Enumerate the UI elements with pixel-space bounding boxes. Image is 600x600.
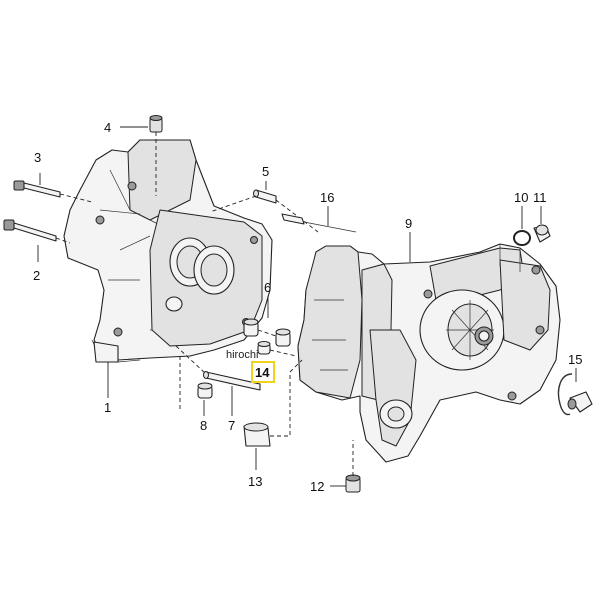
label-part-2: 2 [33,268,40,283]
label-part-15: 15 [568,352,582,367]
label-part-9: 9 [405,216,412,231]
part-6-bushings [243,296,291,347]
label-part-4: 4 [104,120,111,135]
part-14-pin [257,341,297,357]
right-crankcase-half [297,243,561,463]
part-4-plug [120,115,163,196]
label-part-1: 1 [104,400,111,415]
label-part-6: 6 [264,280,271,295]
label-part-13: 13 [248,474,262,489]
part-12-drain-plug [330,440,361,493]
label-part-11: 11 [533,190,547,205]
part-7-pin [175,345,261,416]
label-part-16: 16 [320,190,334,205]
part-3-bolt [13,173,93,203]
part-15-sensor [557,368,593,416]
watermark-text: hirochi [226,349,258,361]
left-crankcase-half [63,139,273,363]
label-part-3: 3 [34,150,41,165]
label-part-14: 14 [255,365,270,380]
part-11-plug [533,206,551,243]
label-part-10: 10 [514,190,528,205]
part-10-oring [513,206,531,246]
label-part-5: 5 [262,164,269,179]
part-14-highlight-box [251,361,275,383]
part-2-bolt [3,219,71,262]
label-part-12: 12 [310,479,324,494]
label-part-8: 8 [200,418,207,433]
part-16-gasket [281,206,357,233]
part-8-bushing [197,382,213,416]
label-part-7: 7 [228,418,235,433]
part-5-dowel [209,181,319,233]
part-13-sleeve [243,359,303,470]
